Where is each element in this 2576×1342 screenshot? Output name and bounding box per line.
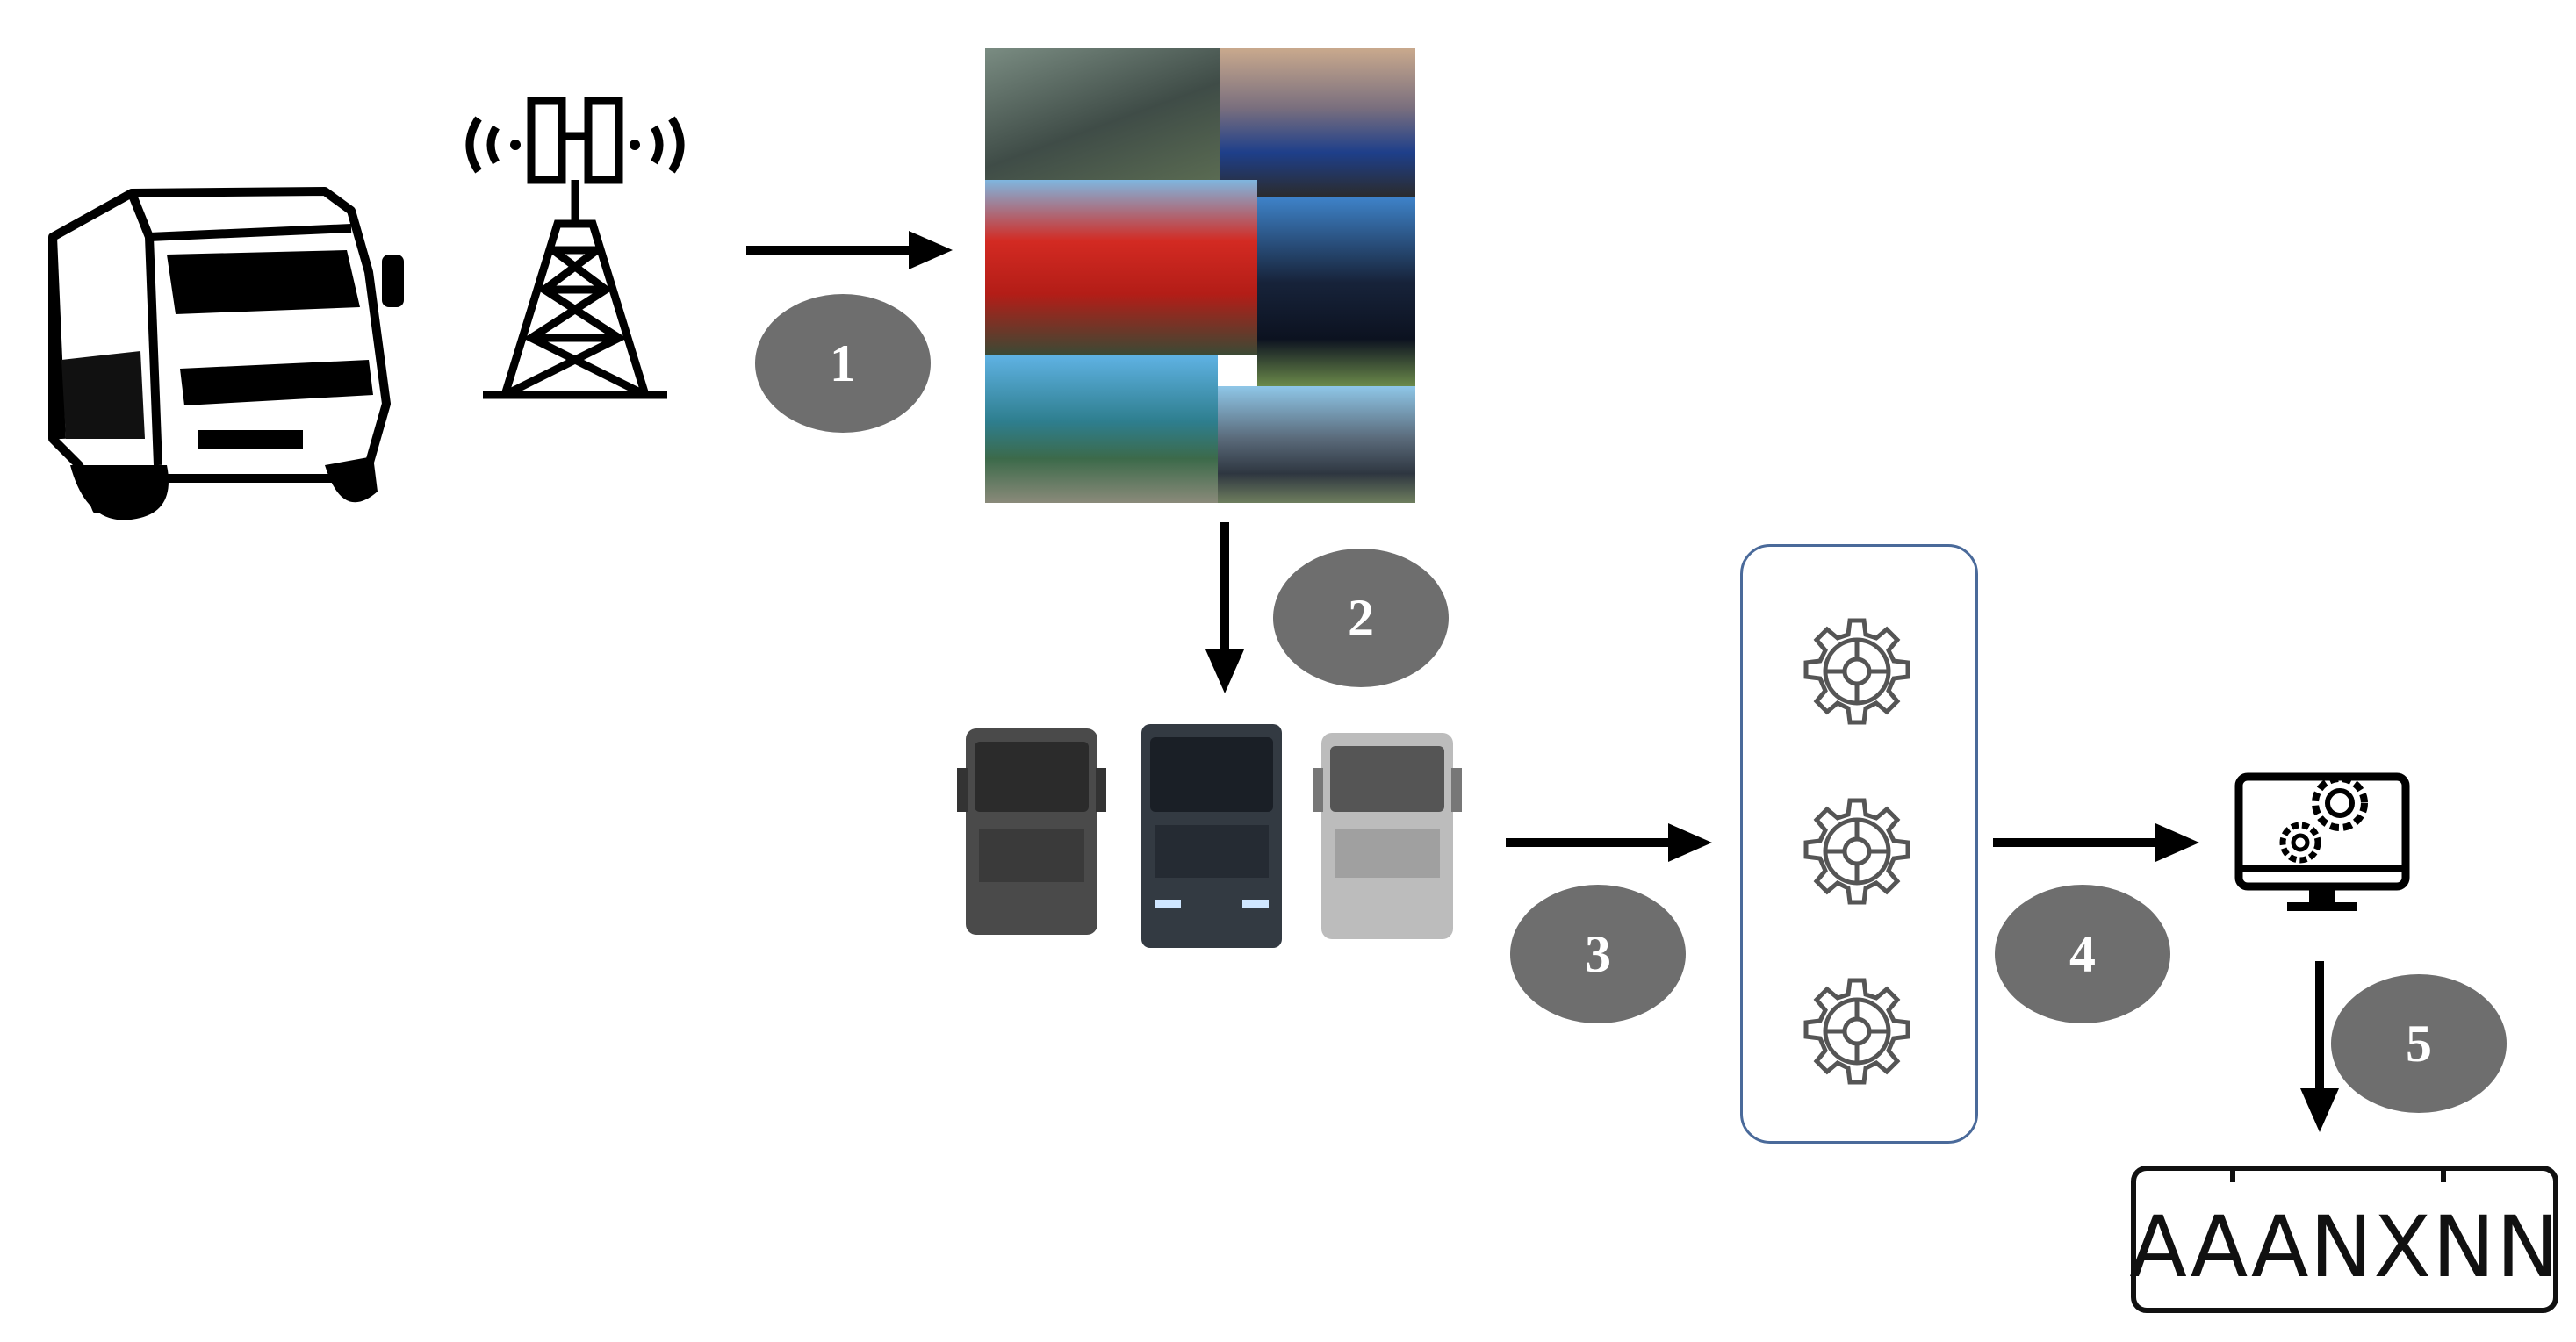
step-badge-1: 1 — [755, 294, 931, 433]
photo-tile-6 — [1218, 386, 1415, 503]
photo-tile-1 — [985, 48, 1220, 180]
arrow-step-1 — [746, 231, 953, 269]
truck-front-2 — [1141, 724, 1282, 948]
license-plate: AAANXNN — [2129, 1166, 2560, 1313]
truck-photo-collage — [985, 48, 1415, 503]
truck-front-3 — [1313, 733, 1462, 939]
photo-tile-5 — [985, 355, 1218, 503]
arrow-step-4 — [1993, 823, 2199, 862]
truck-outline-icon — [48, 187, 404, 520]
cell-tower-icon — [465, 97, 685, 399]
license-plate-text: AAANXNN — [2129, 1198, 2560, 1296]
step-badge-4: 4 — [1995, 885, 2170, 1023]
photo-tile-2 — [1220, 48, 1415, 197]
photo-tile-3 — [985, 180, 1257, 355]
gear-icon — [1803, 618, 1910, 725]
arrow-step-3 — [1506, 823, 1712, 862]
truck-fronts-group — [957, 724, 1462, 948]
step-badge-5: 5 — [2331, 974, 2507, 1113]
arrow-step-2 — [1205, 522, 1244, 693]
arrow-step-5 — [2300, 961, 2339, 1132]
photo-tile-4 — [1257, 197, 1415, 386]
gear-icon — [1803, 978, 1910, 1085]
plate-rivet-top-left — [2230, 1170, 2235, 1182]
step-badge-3: 3 — [1510, 885, 1686, 1023]
plate-rivet-top-right — [2441, 1170, 2446, 1182]
step-badge-2: 2 — [1273, 549, 1449, 687]
monitor-gears-icon — [2234, 772, 2410, 911]
truck-front-1 — [957, 728, 1106, 935]
gear-icon — [1803, 798, 1910, 905]
